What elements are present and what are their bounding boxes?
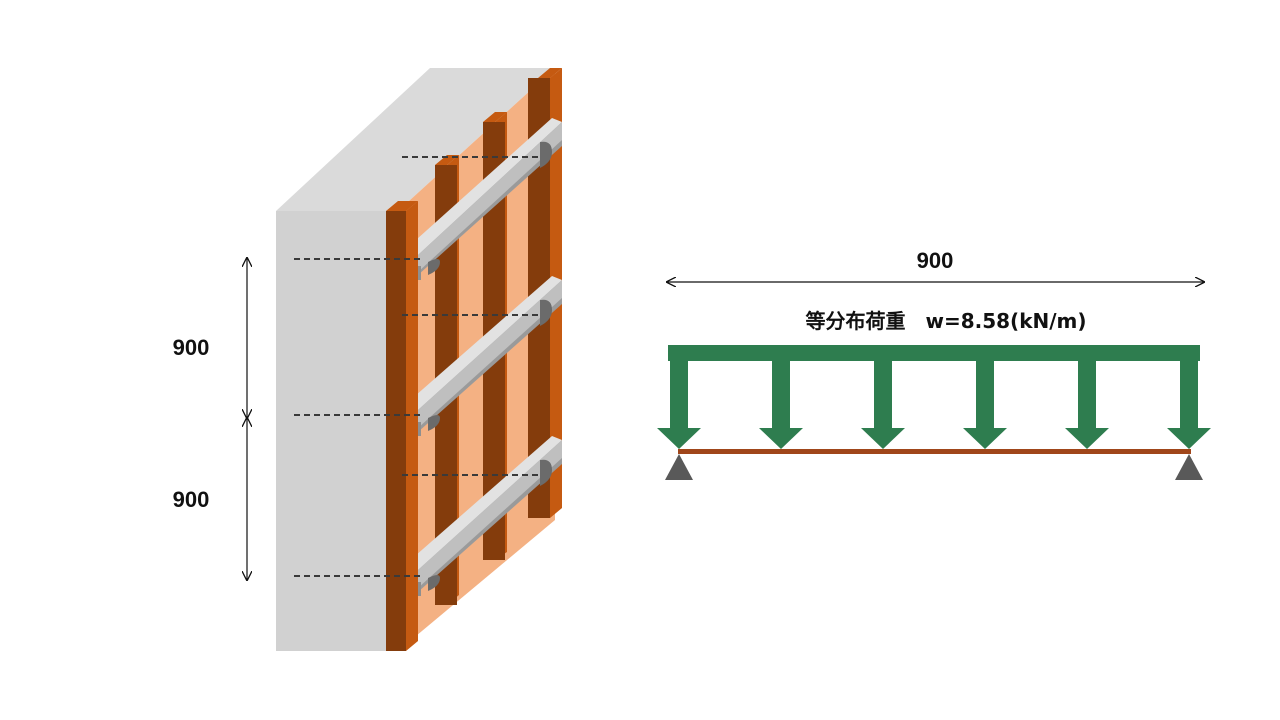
distributed-load-label: 等分布荷重 w=8.58(kN/m) <box>805 309 1086 333</box>
formwork-perspective: 900 900 <box>173 68 562 651</box>
load-arrow <box>657 355 701 449</box>
support-left <box>665 454 693 480</box>
load-arrow <box>861 355 905 449</box>
load-arrow <box>963 355 1007 449</box>
form-tie-lines <box>294 156 540 577</box>
load-top-bar <box>668 345 1200 361</box>
dimension-label-upper: 900 <box>173 335 210 360</box>
load-arrow <box>759 355 803 449</box>
load-arrow <box>1065 355 1109 449</box>
beam <box>678 449 1191 454</box>
support-right <box>1175 454 1203 480</box>
waler-top <box>407 118 562 280</box>
stud-1 <box>386 201 418 651</box>
beam-load-diagram: 900 等分布荷重 w=8.58(kN/m) <box>657 248 1211 480</box>
concrete-front-face <box>276 211 398 651</box>
load-arrow <box>1167 355 1211 449</box>
dimension-label-lower: 900 <box>173 487 210 512</box>
concrete-top-face <box>276 68 555 211</box>
distributed-load <box>657 345 1211 449</box>
span-dimension-label: 900 <box>917 248 954 273</box>
waler-middle <box>407 276 562 436</box>
